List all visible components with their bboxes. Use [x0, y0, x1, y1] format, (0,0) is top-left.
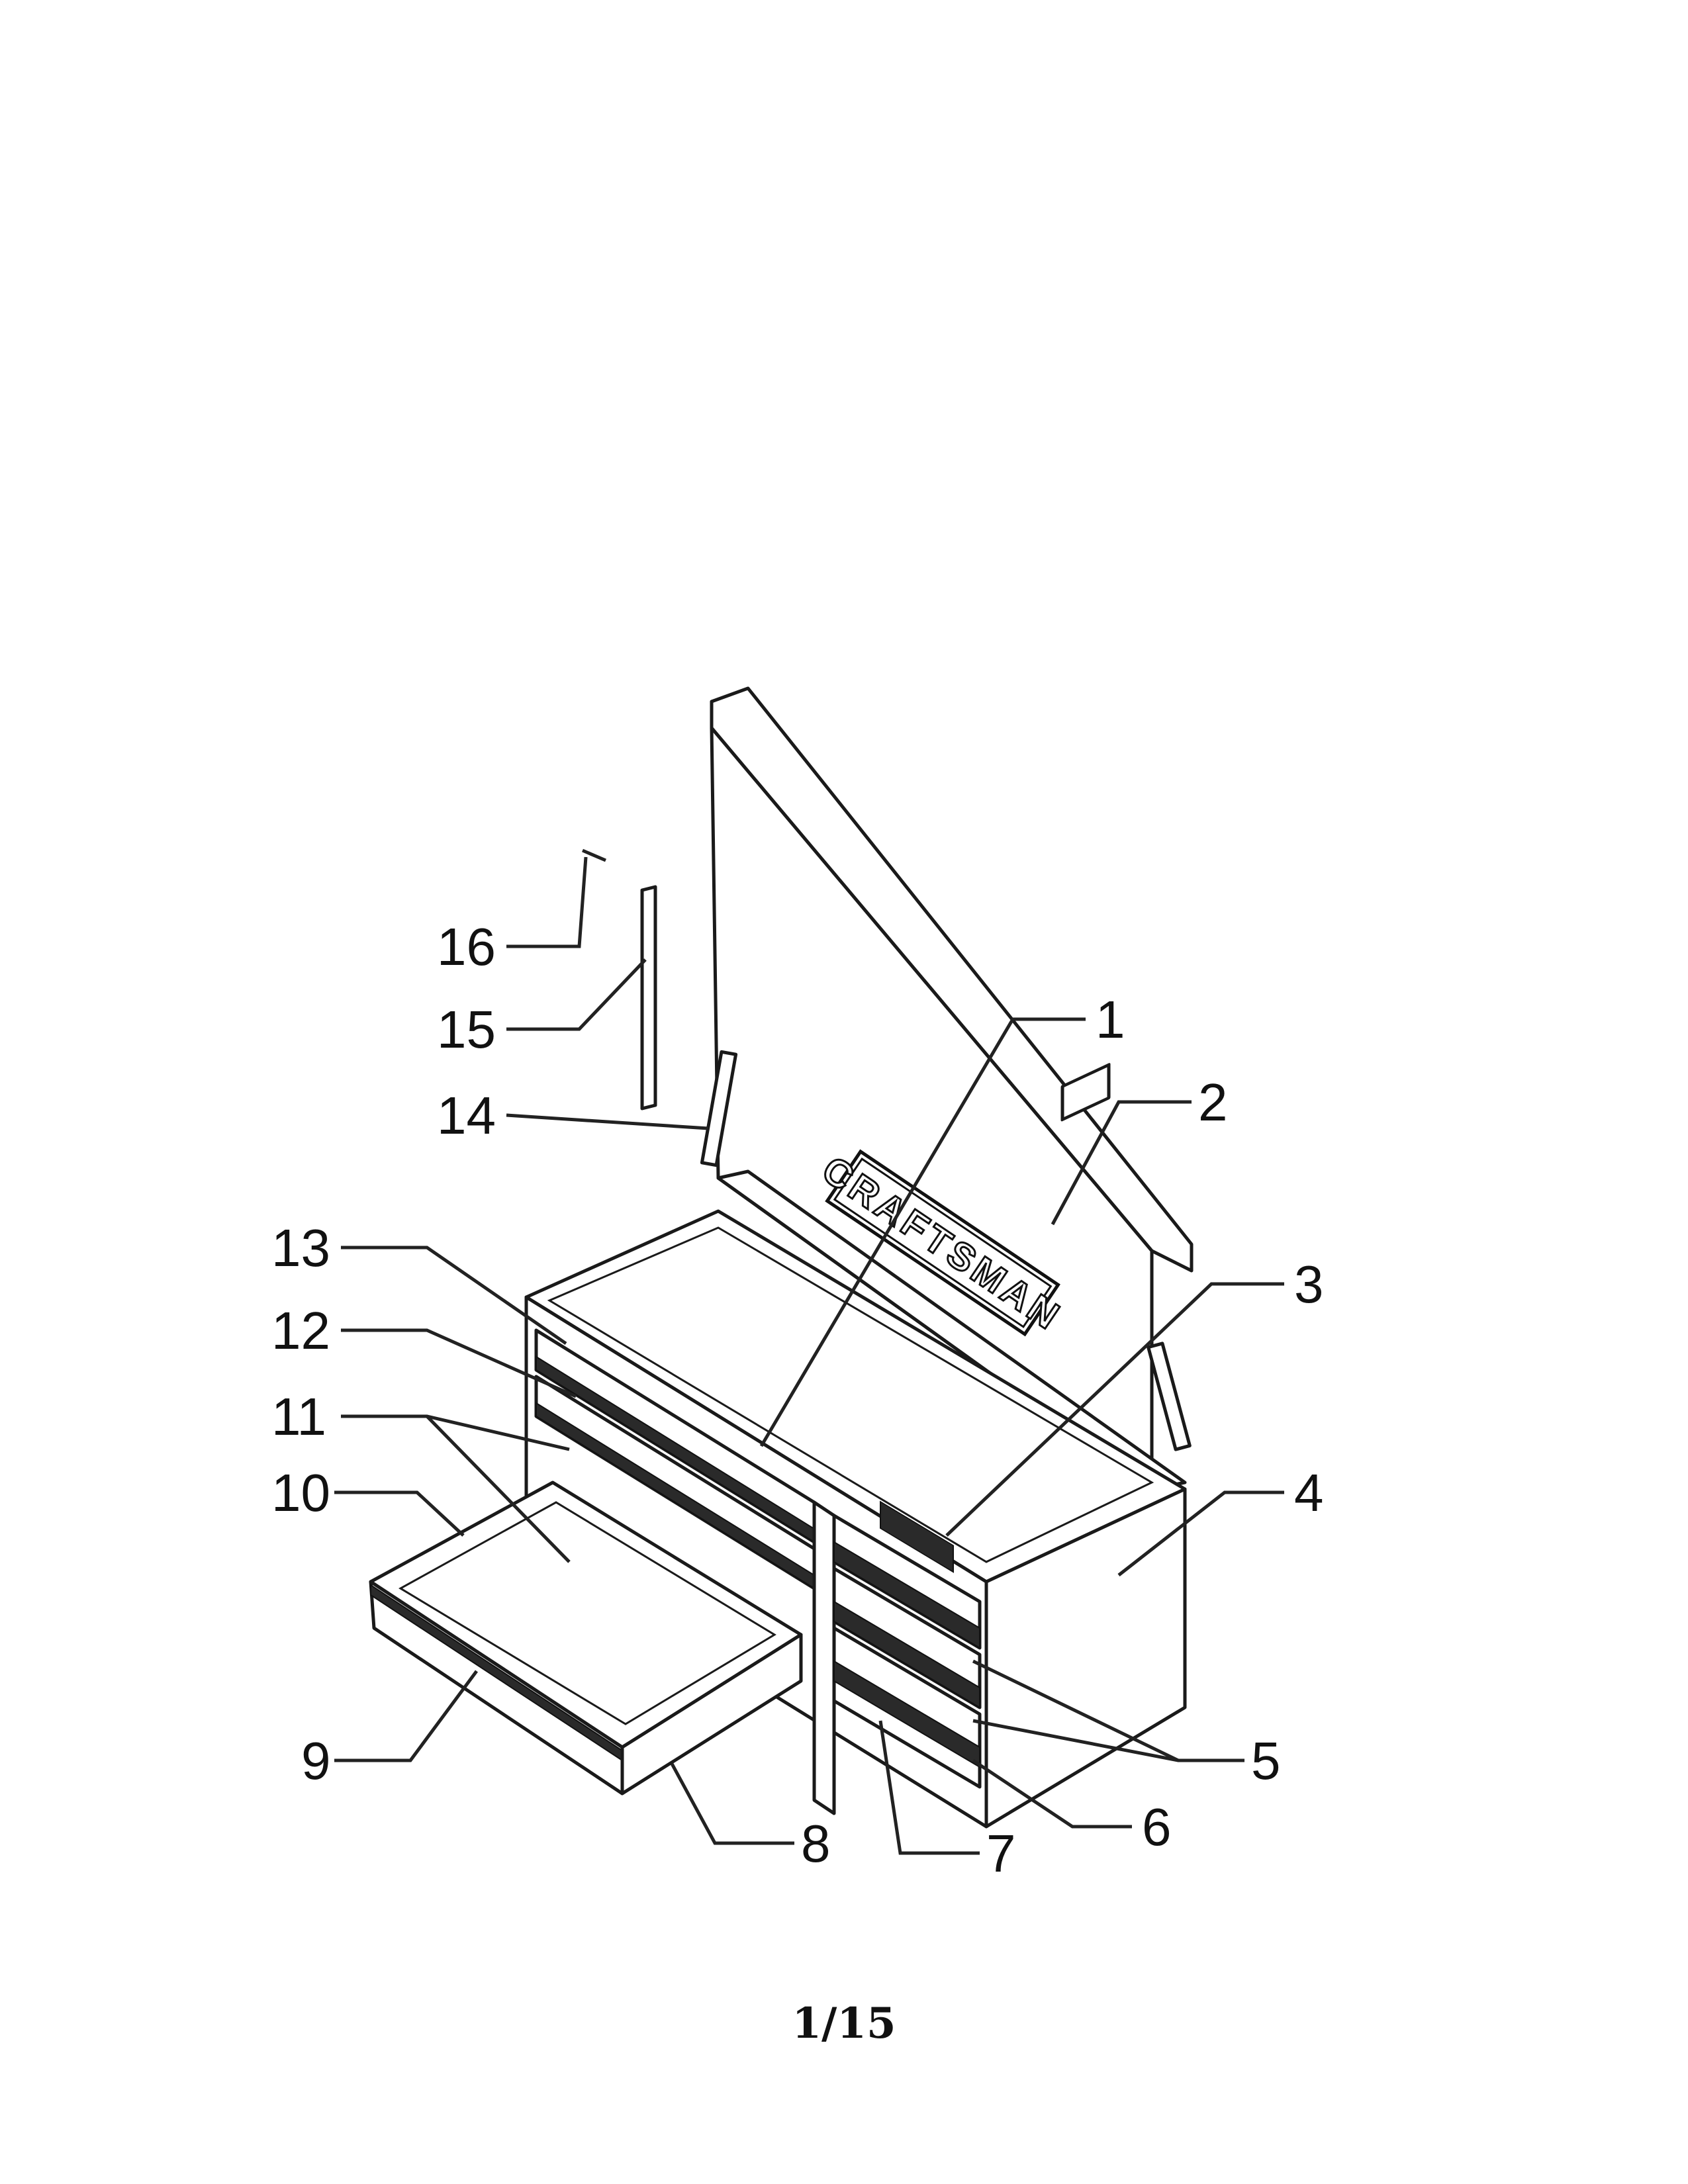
callout-9: 9: [301, 1731, 331, 1790]
leader-lines: [334, 856, 1284, 1855]
callout-15: 15: [437, 1000, 496, 1059]
callout-11: 11: [271, 1387, 326, 1446]
callout-2: 2: [1198, 1073, 1228, 1132]
callout-8: 8: [801, 1814, 831, 1873]
callout-1: 1: [1096, 990, 1125, 1049]
callout-13: 13: [271, 1218, 330, 1277]
lock-plate: [880, 1500, 954, 1573]
lid-stay-left: [700, 1050, 738, 1167]
callout-4: 4: [1294, 1463, 1324, 1522]
liner-strip: [640, 885, 657, 1111]
callout-3: 3: [1294, 1255, 1324, 1314]
callout-10: 10: [271, 1463, 330, 1522]
screw: [582, 848, 606, 862]
callout-7: 7: [986, 1824, 1016, 1883]
side-handle: [1060, 1063, 1111, 1122]
chest-body: [524, 1063, 1187, 1829]
callout-5: 5: [1251, 1731, 1281, 1790]
lid-stay-right: [1147, 1342, 1192, 1451]
callout-6: 6: [1142, 1797, 1172, 1856]
callout-12: 12: [271, 1301, 330, 1360]
callout-labels: 1 2 3 4 5 6 7 8 9 10 11 12 13 14 15 16: [271, 917, 1324, 1883]
callout-14: 14: [437, 1086, 496, 1145]
callout-16: 16: [437, 917, 496, 976]
open-drawer: [369, 1480, 803, 1796]
page-number: 1/15: [792, 1999, 896, 2048]
